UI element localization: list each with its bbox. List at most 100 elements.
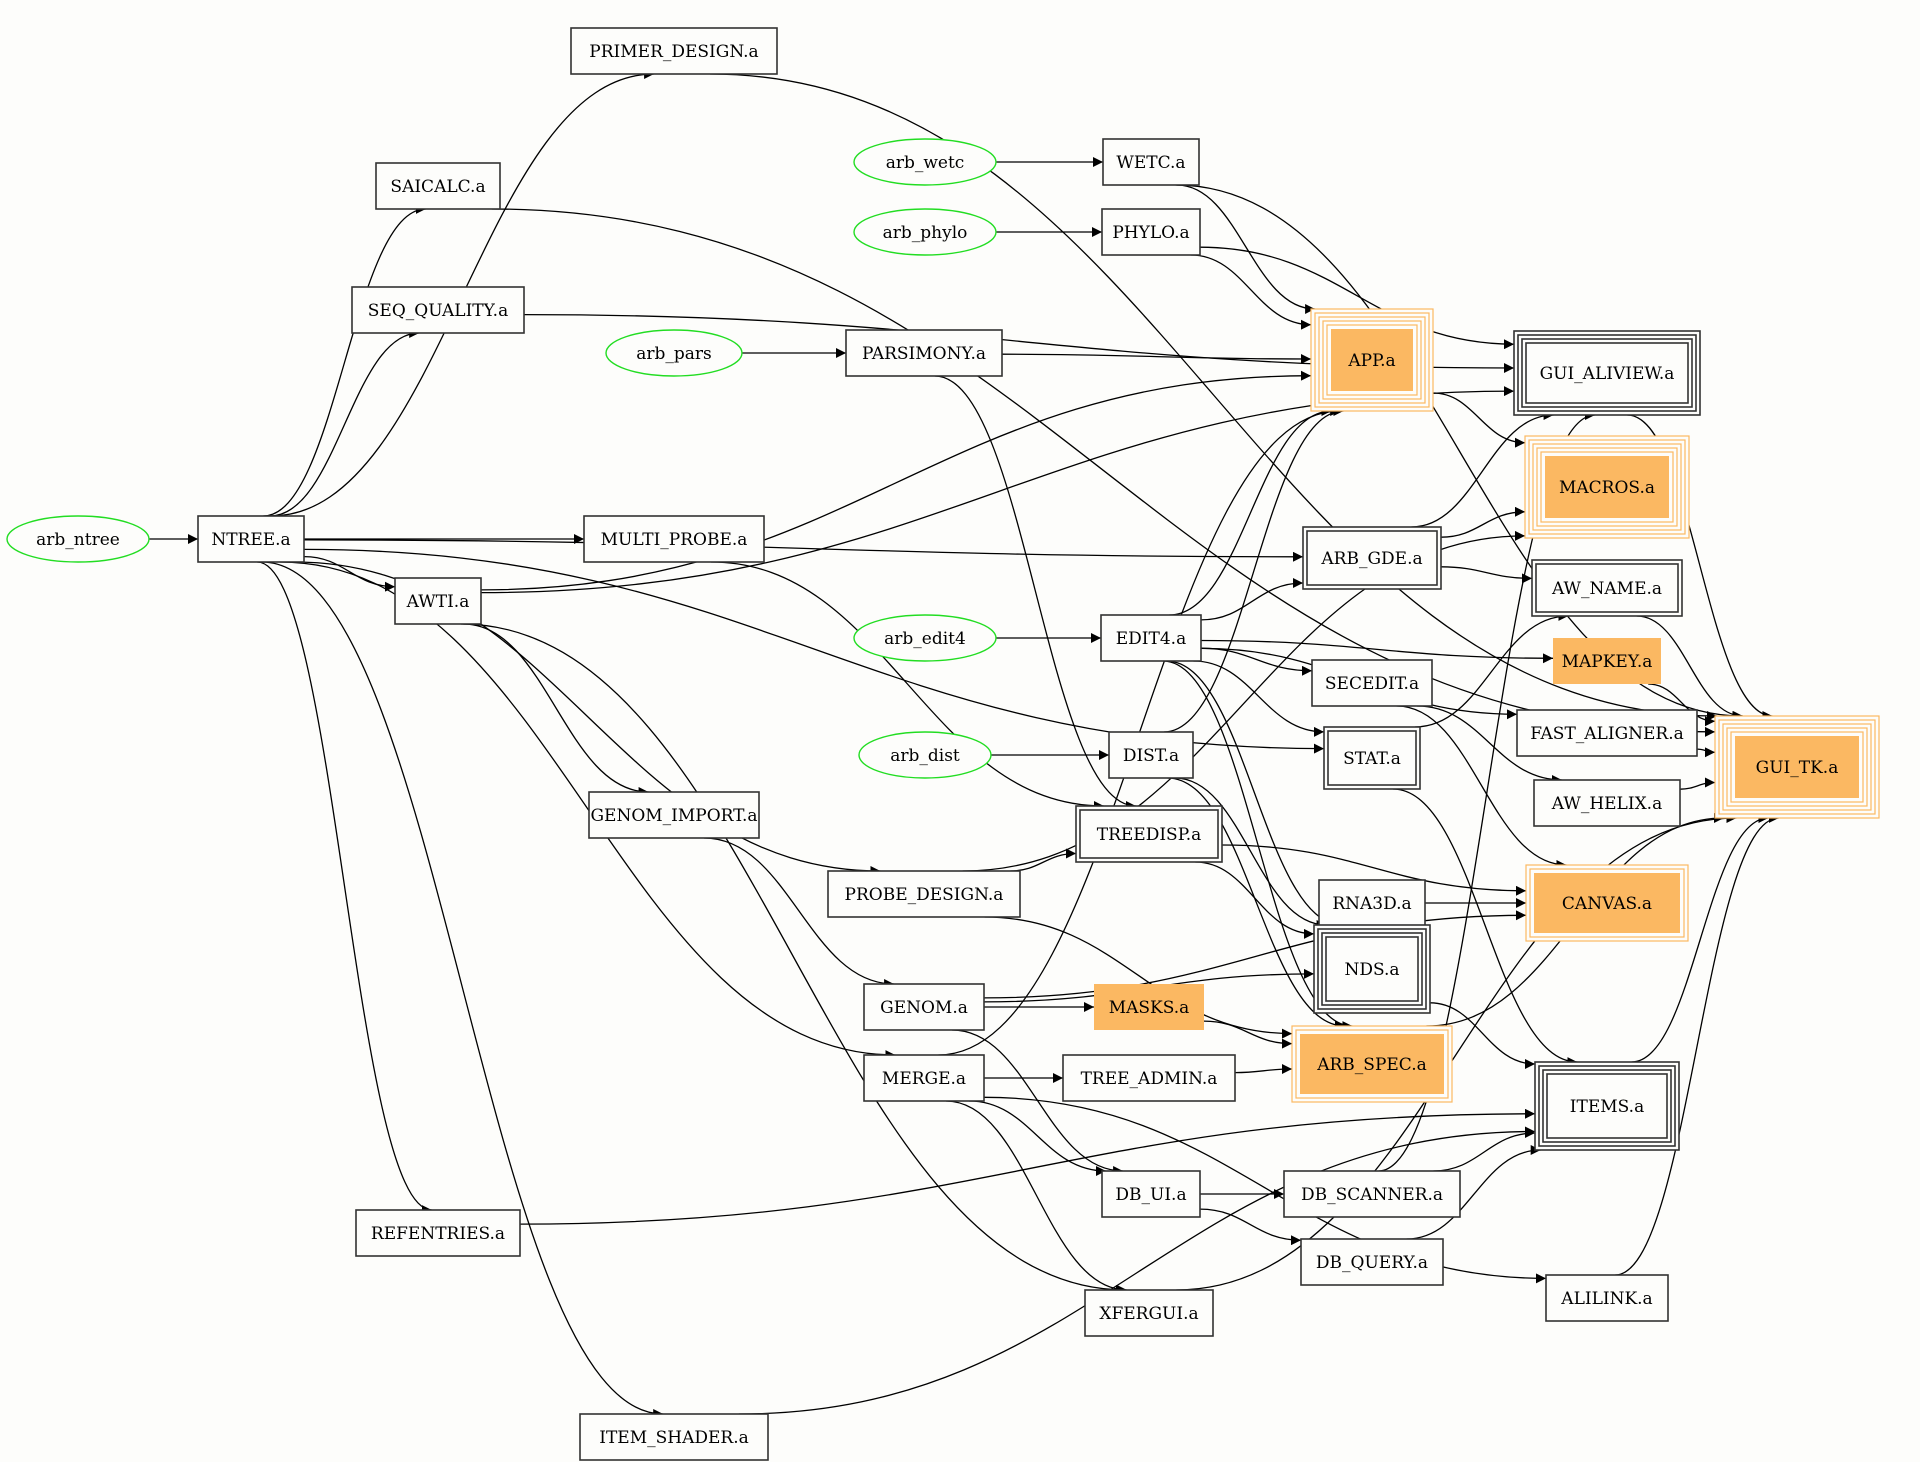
node-xfergui[interactable]: XFERGUI.a — [1084, 1289, 1214, 1337]
node-arb-edit4[interactable]: arb_edit4 — [853, 614, 997, 662]
node-phylo[interactable]: PHYLO.a — [1101, 208, 1201, 256]
node-arb-pars[interactable]: arb_pars — [605, 329, 743, 377]
node-label: AW_HELIX.a — [1551, 794, 1662, 814]
edge-mapkey-to-gui_tk — [1648, 683, 1716, 727]
node-alilink[interactable]: ALILINK.a — [1545, 1274, 1669, 1322]
node-gui-tk[interactable]: GUI_TK.a — [1714, 715, 1880, 819]
edge-wetc-to-gui_tk — [1175, 184, 1743, 721]
node-label: MULTI_PROBE.a — [601, 530, 748, 550]
node-label: RNA3D.a — [1332, 894, 1411, 914]
node-multi-probe[interactable]: MULTI_PROBE.a — [583, 515, 765, 563]
node-seq-quality[interactable]: SEQ_QUALITY.a — [351, 286, 525, 334]
node-label: NDS.a — [1344, 960, 1399, 980]
edge-treedisp-to-canvas — [1221, 844, 1527, 896]
edge-stat-to-aw_name — [1414, 611, 1569, 728]
edge-item_shader-to-items — [738, 1126, 1536, 1415]
node-label: DB_QUERY.a — [1316, 1253, 1428, 1273]
node-label: GUI_ALIVIEW.a — [1540, 364, 1675, 384]
node-secedit[interactable]: SECEDIT.a — [1311, 659, 1433, 707]
edge-items-to-gui_tk — [1631, 813, 1769, 1063]
node-treedisp[interactable]: TREEDISP.a — [1075, 805, 1223, 863]
node-arb-dist[interactable]: arb_dist — [858, 731, 992, 779]
node-parsimony[interactable]: PARSIMONY.a — [845, 329, 1003, 377]
node-primer-design[interactable]: PRIMER_DESIGN.a — [570, 27, 778, 75]
edge-aw_helix-to-gui_tk — [1679, 777, 1716, 790]
node-aw-name[interactable]: AW_NAME.a — [1531, 559, 1683, 617]
node-arb-wetc[interactable]: arb_wetc — [853, 138, 997, 186]
edge-merge-to-db_ui — [968, 1100, 1107, 1176]
node-label: PRIMER_DESIGN.a — [589, 42, 758, 62]
node-item-shader[interactable]: ITEM_SHADER.a — [579, 1413, 769, 1461]
edge-ntree-to-seq_quality — [269, 328, 420, 517]
node-ntree[interactable]: NTREE.a — [197, 515, 305, 563]
node-genom-import[interactable]: GENOM_IMPORT.a — [588, 791, 760, 839]
edge-phylo-to-gui_aliview — [1199, 246, 1515, 350]
edge-refentries-to-items — [519, 1108, 1536, 1225]
node-label: arb_pars — [636, 344, 712, 364]
node-canvas[interactable]: CANVAS.a — [1525, 864, 1689, 942]
edge-awti-to-genom_import — [463, 623, 649, 797]
node-label: DB_SCANNER.a — [1301, 1185, 1443, 1205]
edge-tree_admin-to-arb_spec — [1234, 1064, 1293, 1075]
edge-arb_gde-to-aw_name — [1440, 566, 1533, 584]
edge-ntree-to-awti — [303, 555, 396, 592]
node-arb-ntree[interactable]: arb_ntree — [6, 515, 150, 563]
node-label: EDIT4.a — [1116, 629, 1186, 649]
node-probe-design[interactable]: PROBE_DESIGN.a — [827, 870, 1021, 918]
node-gui-aliview[interactable]: GUI_ALIVIEW.a — [1513, 330, 1701, 416]
node-db-ui[interactable]: DB_UI.a — [1101, 1170, 1201, 1218]
node-saicalc[interactable]: SAICALC.a — [375, 162, 501, 210]
node-rna3d[interactable]: RNA3D.a — [1318, 879, 1426, 927]
edge-arb_gde-to-gui_aliview — [1411, 410, 1554, 528]
node-label: arb_dist — [890, 746, 960, 766]
edge-db_ui-to-db_query — [1199, 1208, 1302, 1246]
node-aw-helix[interactable]: AW_HELIX.a — [1533, 779, 1681, 827]
node-items[interactable]: ITEMS.a — [1534, 1061, 1680, 1151]
edge-genom-to-canvas — [983, 910, 1527, 999]
node-genom[interactable]: GENOM.a — [863, 983, 985, 1031]
node-app[interactable]: APP.a — [1310, 308, 1434, 412]
node-label: TREEDISP.a — [1097, 825, 1201, 845]
node-merge[interactable]: MERGE.a — [863, 1054, 985, 1102]
node-stat[interactable]: STAT.a — [1323, 726, 1421, 790]
node-label: NTREE.a — [211, 530, 290, 550]
edge-secedit-to-canvas — [1396, 705, 1567, 870]
node-db-scanner[interactable]: DB_SCANNER.a — [1283, 1170, 1461, 1218]
node-mapkey[interactable]: MAPKEY.a — [1553, 638, 1661, 684]
edge-nds-to-items — [1429, 1002, 1536, 1069]
node-tree-admin[interactable]: TREE_ADMIN.a — [1062, 1054, 1236, 1102]
node-masks[interactable]: MASKS.a — [1094, 984, 1204, 1030]
edge-probe_design-to-arb_spec — [984, 916, 1293, 1039]
node-label: GUI_TK.a — [1756, 758, 1839, 778]
node-label: ARB_GDE.a — [1320, 549, 1422, 569]
node-dist[interactable]: DIST.a — [1108, 731, 1194, 779]
node-fast-aligner[interactable]: FAST_ALIGNER.a — [1516, 709, 1698, 757]
node-arb-gde[interactable]: ARB_GDE.a — [1302, 526, 1442, 590]
edge-aw_name-to-gui_tk — [1636, 615, 1743, 721]
node-nds[interactable]: NDS.a — [1313, 924, 1431, 1014]
node-refentries[interactable]: REFENTRIES.a — [355, 1209, 521, 1257]
node-label: arb_ntree — [36, 530, 120, 550]
edge-ntree-to-merge — [279, 561, 896, 1060]
edge-ntree-to-item_shader — [261, 561, 664, 1419]
node-label: ARB_SPEC.a — [1316, 1055, 1427, 1075]
edge-stat-to-items — [1392, 788, 1578, 1067]
edge-alilink-to-gui_tk — [1615, 813, 1779, 1276]
node-wetc[interactable]: WETC.a — [1102, 138, 1200, 186]
node-label: SAICALC.a — [390, 177, 485, 197]
node-edit4[interactable]: EDIT4.a — [1100, 614, 1202, 662]
edge-saicalc-to-gui_tk — [491, 208, 1716, 737]
node-label: DB_UI.a — [1115, 1185, 1186, 1205]
node-db-query[interactable]: DB_QUERY.a — [1300, 1238, 1444, 1286]
node-awti[interactable]: AWTI.a — [394, 577, 482, 625]
edge-fast_aligner-to-gui_tk — [1696, 747, 1716, 758]
node-label: XFERGUI.a — [1099, 1304, 1198, 1324]
node-arb-spec[interactable]: ARB_SPEC.a — [1291, 1025, 1453, 1103]
node-arb-phylo[interactable]: arb_phylo — [853, 208, 997, 256]
edge-genom_import-to-genom — [703, 837, 895, 989]
edge-edit4-to-arb_gde — [1200, 578, 1304, 621]
node-macros[interactable]: MACROS.a — [1524, 435, 1690, 539]
node-label: PARSIMONY.a — [862, 344, 986, 364]
edge-wetc-to-app — [1176, 184, 1316, 314]
